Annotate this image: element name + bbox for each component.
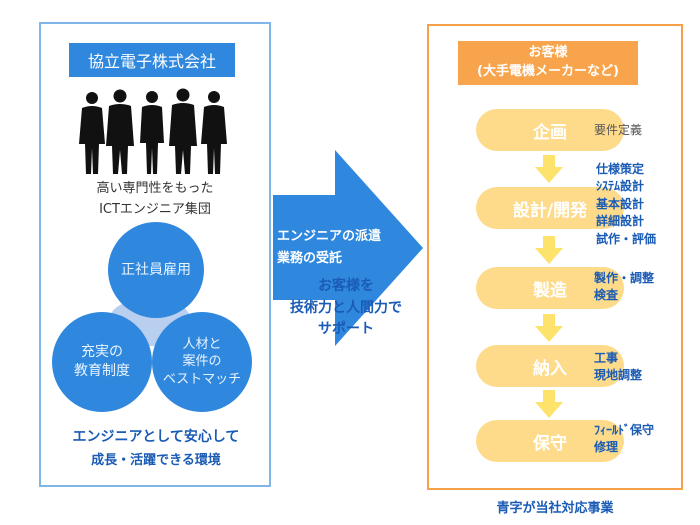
step-maintenance-notes: ﾌｨｰﾙﾄﾞ保守 修理 xyxy=(594,422,654,457)
support-line-2: 技術力と人間力で xyxy=(290,299,402,316)
step-design: 設計/開発 xyxy=(476,187,624,229)
support-line-3: サポート xyxy=(318,321,374,338)
down-arrow-icon xyxy=(535,314,563,342)
intro-line-2: ICTエンジニア集団 xyxy=(99,202,211,217)
step-delivery: 納入 xyxy=(476,345,624,387)
slogan-line-1: エンジニアとして安心して xyxy=(72,429,240,445)
step-planning-label: 企画 xyxy=(533,122,567,143)
step-design-note: 詳細設計 xyxy=(596,214,645,229)
step-manufacturing-notes: 製作・調整 検査 xyxy=(594,270,654,305)
down-arrow-icon xyxy=(535,236,563,264)
circle-training-program: 充実の 教育制度 xyxy=(52,312,152,412)
down-arrow-icon xyxy=(535,390,563,418)
support-line-1: お客様を xyxy=(318,278,374,294)
customer-subtitle: (大手電機メーカーなど) xyxy=(477,64,619,79)
step-design-note: ｼｽﾃﾑ設計 xyxy=(596,179,645,194)
step-planning: 企画 xyxy=(476,109,624,151)
circle-training-label: 充実の 教育制度 xyxy=(74,344,130,379)
step-design-notes: 仕様策定 ｼｽﾃﾑ設計 基本設計 詳細設計 試作・評価 xyxy=(596,161,656,248)
step-planning-note: 要件定義 xyxy=(594,123,643,137)
step-delivery-label: 納入 xyxy=(533,358,567,379)
arrow-label-line-1: エンジニアの派遣 xyxy=(277,229,382,244)
circle-best-match: 人材と 案件の ベストマッチ xyxy=(152,312,252,412)
arrow-label-line-2: 業務の受託 xyxy=(277,251,343,266)
circle-fulltime-employment: 正社員雇用 xyxy=(108,222,204,318)
support-message: お客様を 技術力と人間力で サポート xyxy=(280,276,412,341)
intro-line-1: 高い専門性をもった xyxy=(96,181,214,196)
step-maintenance: 保守 xyxy=(476,420,624,462)
slogan-line-2: 成長・活躍できる環境 xyxy=(91,453,221,468)
customer-banner: お客様 (大手電機メーカーなど) xyxy=(458,41,638,85)
circle-fulltime-label: 正社員雇用 xyxy=(121,261,191,278)
step-maintenance-note: ﾌｨｰﾙﾄﾞ保守 xyxy=(594,423,655,437)
company-name-banner: 協立電子株式会社 xyxy=(69,43,235,77)
step-manufacturing-note: 製作・調整 xyxy=(594,271,655,285)
engineers-silhouette-icon xyxy=(79,88,227,174)
down-arrow-icon xyxy=(535,155,563,183)
step-maintenance-label: 保守 xyxy=(533,433,567,454)
customer-title: お客様 xyxy=(528,45,568,61)
step-design-note: 基本設計 xyxy=(596,196,645,211)
step-design-label: 設計/開発 xyxy=(512,200,588,221)
step-maintenance-note: 修理 xyxy=(594,440,619,455)
step-delivery-note: 工事 xyxy=(594,351,619,365)
footer-legend: 青字が当社対応事業 xyxy=(496,501,614,516)
step-delivery-note: 現地調整 xyxy=(594,368,643,383)
step-design-note: 試作・評価 xyxy=(596,231,657,246)
step-manufacturing-note: 検査 xyxy=(594,288,619,303)
step-design-note: 仕様策定 xyxy=(596,162,645,176)
step-manufacturing: 製造 xyxy=(476,267,624,309)
step-delivery-notes: 工事 現地調整 xyxy=(594,350,642,385)
step-manufacturing-label: 製造 xyxy=(533,280,567,301)
circle-best-match-label: 人材と 案件の ベストマッチ xyxy=(162,336,242,387)
service-arrow-icon xyxy=(273,150,423,346)
